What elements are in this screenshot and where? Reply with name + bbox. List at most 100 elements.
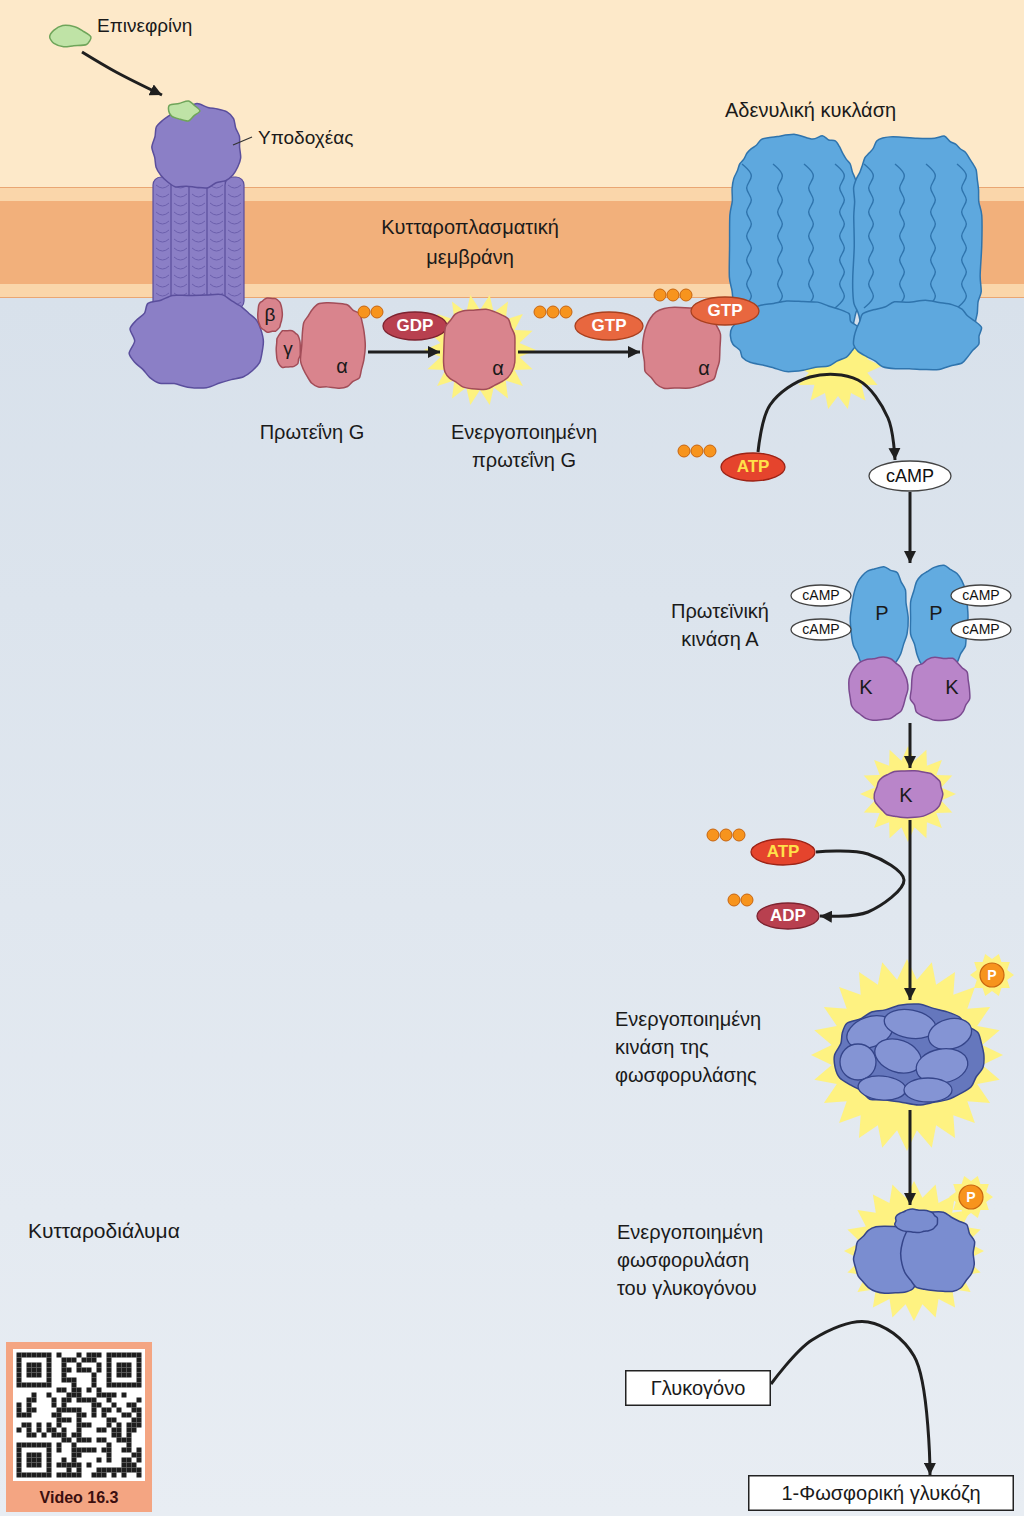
qr-module xyxy=(137,1358,142,1363)
qr-module xyxy=(37,1383,42,1388)
qr-module xyxy=(72,1458,77,1463)
qr-module xyxy=(127,1468,132,1473)
text-holder: P xyxy=(987,967,996,983)
qr-module xyxy=(62,1388,67,1393)
helix-turns xyxy=(210,185,223,305)
qr-module xyxy=(47,1453,52,1458)
qr-module xyxy=(77,1463,82,1468)
pathway-arrow xyxy=(518,351,640,354)
substrate-box: Γλυκογόνο xyxy=(625,1370,771,1406)
qr-module xyxy=(67,1368,72,1373)
qr-module xyxy=(62,1428,67,1433)
qr-module xyxy=(87,1438,92,1443)
node-label: Πρωτεϊνική κινάση Α xyxy=(645,597,795,653)
qr-module xyxy=(102,1468,107,1473)
qr-module xyxy=(87,1398,92,1403)
qr-module xyxy=(22,1413,27,1418)
qr-module xyxy=(127,1413,132,1418)
qr-module xyxy=(77,1473,82,1478)
qr-module xyxy=(57,1353,62,1358)
node-label: α xyxy=(492,357,504,380)
qr-module xyxy=(127,1443,132,1448)
qr-module xyxy=(32,1473,37,1478)
qr-module xyxy=(47,1353,52,1358)
qr-module xyxy=(127,1368,132,1373)
qr-module xyxy=(82,1413,87,1418)
qr-module xyxy=(17,1448,22,1453)
qr-module xyxy=(67,1418,72,1423)
qr-module xyxy=(37,1458,42,1463)
helix xyxy=(153,177,172,309)
qr-module xyxy=(57,1448,62,1453)
phosphate-dot xyxy=(680,289,692,301)
qr-module xyxy=(137,1418,142,1423)
text-holder: K xyxy=(859,676,872,699)
qr-module xyxy=(112,1383,117,1388)
node-label: α xyxy=(698,357,710,380)
box-outline xyxy=(626,1371,771,1406)
qr-module xyxy=(62,1408,67,1413)
helix xyxy=(171,177,190,309)
beta-subunit: β xyxy=(256,296,284,334)
qr-module xyxy=(127,1373,132,1378)
text-holder: P xyxy=(929,602,942,625)
qr-module xyxy=(87,1448,92,1453)
qr-module xyxy=(132,1418,137,1423)
text-holder: Γλυκογόνο xyxy=(651,1377,746,1400)
qr-module xyxy=(127,1353,132,1358)
regulatory-subunit: P xyxy=(848,563,910,673)
gtp-molecule: GTP xyxy=(690,296,760,326)
molecule-oval xyxy=(791,619,851,640)
activation-burst xyxy=(860,746,956,842)
qr-module xyxy=(122,1473,127,1478)
node-label: cAMP xyxy=(802,621,839,637)
qr-module xyxy=(122,1368,127,1373)
qr-module xyxy=(102,1393,107,1398)
qr-module xyxy=(52,1398,57,1403)
qr-module xyxy=(62,1398,67,1403)
qr-module xyxy=(137,1408,142,1413)
qr-module xyxy=(82,1438,87,1443)
helix-stripe xyxy=(773,164,782,308)
qr-module xyxy=(27,1368,32,1373)
qr-module xyxy=(107,1363,112,1368)
molecule-oval xyxy=(951,619,1011,640)
qr-module xyxy=(32,1373,37,1378)
qr-module xyxy=(97,1393,102,1398)
qr-module xyxy=(82,1358,87,1363)
qr-module xyxy=(122,1353,127,1358)
qr-module xyxy=(122,1383,127,1388)
qr-module xyxy=(92,1408,97,1413)
qr-module xyxy=(77,1408,82,1413)
qr-module xyxy=(97,1438,102,1443)
box-outline xyxy=(749,1476,1014,1511)
activated-g-protein: αΕνεργοποιημένη πρωτεΐνη G xyxy=(440,306,518,392)
qr-module xyxy=(137,1423,142,1428)
regulatory-subunit: P xyxy=(908,563,970,673)
qr-module xyxy=(47,1378,52,1383)
qr-module xyxy=(17,1403,22,1408)
qr-module xyxy=(72,1433,77,1438)
qr-module xyxy=(102,1408,107,1413)
qr-module xyxy=(47,1428,52,1433)
qr-module xyxy=(107,1398,112,1403)
node-label: cAMP xyxy=(886,466,934,487)
qr-module xyxy=(17,1473,22,1478)
qr-module xyxy=(122,1363,127,1368)
node-label: P xyxy=(987,967,996,983)
qr-module xyxy=(112,1403,117,1408)
qr-module xyxy=(17,1383,22,1388)
qr-module xyxy=(92,1358,97,1363)
qr-module xyxy=(112,1353,117,1358)
gtp-molecule: GTP xyxy=(574,311,644,341)
text-holder: GTP xyxy=(708,301,743,321)
node-label: cAMP xyxy=(962,587,999,603)
node-label: Γλυκογόνο xyxy=(651,1377,746,1400)
phosphate-dot xyxy=(704,445,716,457)
catalytic-subunit: K xyxy=(908,655,972,723)
qr-module xyxy=(47,1393,52,1398)
qr-module xyxy=(57,1443,62,1448)
protein-subunit xyxy=(874,771,943,818)
molecule-oval xyxy=(751,839,815,865)
qr-module xyxy=(47,1358,52,1363)
